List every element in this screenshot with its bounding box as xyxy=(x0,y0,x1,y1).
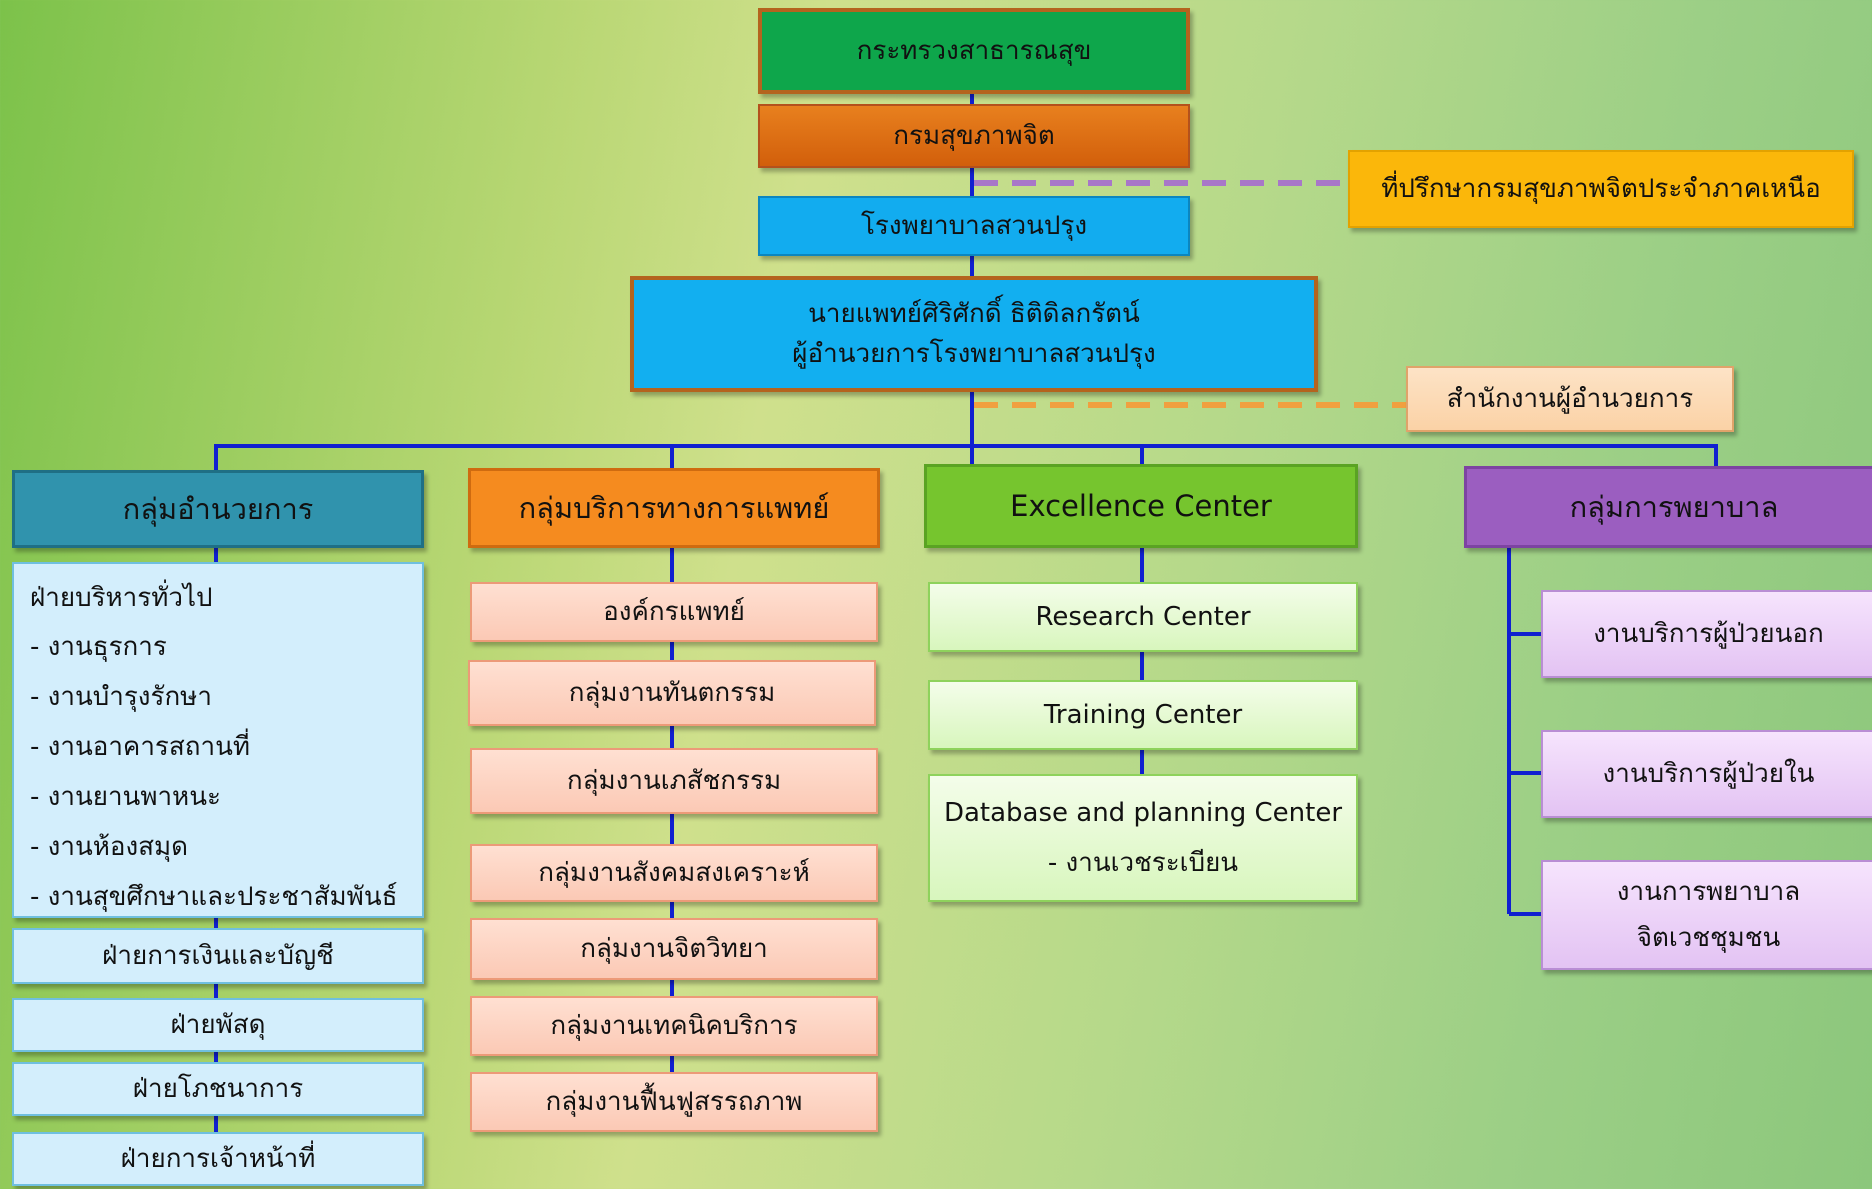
database-center-label: Database and planning Center xyxy=(943,797,1343,828)
community-nursing-sublabel: จิตเวชชุมชน xyxy=(1636,923,1781,953)
medical-unit-box: กลุ่มงานฟื้นฟูสรรถภาพ xyxy=(470,1072,878,1132)
director-title: ผู้อำนวยการโรงพยาบาลสวนปรุง xyxy=(792,339,1156,369)
general-admin-item: - งานห้องสมุด xyxy=(30,832,189,862)
medical-unit-box: กลุ่มงานจิตวิทยา xyxy=(470,918,878,980)
database-center-sublabel: - งานเวชระเบียน xyxy=(1047,848,1239,878)
database-center-box: Database and planning Center - งานเวชระเ… xyxy=(928,774,1358,902)
medical-unit-box: กลุ่มงานเภสัชกรรม xyxy=(470,748,878,814)
hospital-box: โรงพยาบาลสวนปรุง xyxy=(758,196,1190,256)
community-nursing-label: งานการพยาบาล xyxy=(1616,876,1801,907)
medical-unit-label: กลุ่มงานสังคมสงเคราะห์ xyxy=(538,857,810,888)
director-name: นายแพทย์ศิริศักดิ์ ธิติดิลกรัตน์ xyxy=(808,298,1140,329)
nursing-group-label: กลุ่มการพยาบาล xyxy=(1569,489,1779,524)
community-nursing-box: งานการพยาบาล จิตเวชชุมชน xyxy=(1541,860,1872,970)
ministry-box: กระทรวงสาธารณสุข xyxy=(758,8,1190,94)
advisor-box: ที่ปรึกษากรมสุขภาพจิตประจำภาคเหนือ xyxy=(1348,150,1854,228)
medical-group-header: กลุ่มบริการทางการแพทย์ xyxy=(468,468,880,548)
nursing-unit-box: งานบริการผู้ป่วยนอก xyxy=(1541,590,1872,678)
admin-unit-box: ฝ่ายการเจ้าหน้าที่ xyxy=(12,1132,424,1186)
admin-unit-box: ฝ่ายพัสดุ xyxy=(12,998,424,1052)
medical-unit-box: กลุ่มงานเทคนิคบริการ xyxy=(470,996,878,1056)
excellence-group-header: Excellence Center xyxy=(924,464,1358,548)
general-admin-title: ฝ่ายบริหารทั่วไป xyxy=(30,583,213,613)
general-admin-item: - งานธุรการ xyxy=(30,632,167,662)
medical-unit-box: กลุ่มงานสังคมสงเคราะห์ xyxy=(470,844,878,902)
hospital-label: โรงพยาบาลสวนปรุง xyxy=(860,210,1088,241)
nursing-group-header: กลุ่มการพยาบาล xyxy=(1464,466,1872,548)
medical-unit-label: กลุ่มงานจิตวิทยา xyxy=(580,933,768,964)
medical-unit-label: กลุ่มงานฟื้นฟูสรรถภาพ xyxy=(545,1086,803,1117)
nursing-unit-box: งานบริการผู้ป่วยใน xyxy=(1541,730,1872,818)
director-box: นายแพทย์ศิริศักดิ์ ธิติดิลกรัตน์ ผู้อำนว… xyxy=(630,276,1318,392)
admin-unit-label: ฝ่ายพัสดุ xyxy=(170,1009,266,1040)
admin-unit-box: ฝ่ายโภชนาการ xyxy=(12,1062,424,1116)
general-admin-item: - งานอาคารสถานที่ xyxy=(30,732,251,762)
department-box: กรมสุขภาพจิต xyxy=(758,104,1190,168)
director-office-box: สำนักงานผู้อำนวยการ xyxy=(1406,366,1734,432)
ministry-label: กระทรวงสาธารณสุข xyxy=(856,35,1092,66)
excellence-unit-box: Training Center xyxy=(928,680,1358,750)
admin-group-header: กลุ่มอำนวยการ xyxy=(12,470,424,548)
general-admin-item: - งานยานพาหนะ xyxy=(30,782,221,812)
general-admin-item: - งานสุขศึกษาและประชาสัมพันธ์ xyxy=(30,882,398,912)
admin-unit-label: ฝ่ายการเจ้าหน้าที่ xyxy=(120,1143,316,1174)
general-admin-box: ฝ่ายบริหารทั่วไป - งานธุรการ - งานบำรุงร… xyxy=(12,562,424,918)
medical-unit-box: องค์กรแพทย์ xyxy=(470,582,878,642)
department-label: กรมสุขภาพจิต xyxy=(893,120,1055,151)
excellence-unit-label: Research Center xyxy=(1035,601,1251,632)
advisor-label: ที่ปรึกษากรมสุขภาพจิตประจำภาคเหนือ xyxy=(1381,173,1821,204)
excellence-unit-box: Research Center xyxy=(928,582,1358,652)
admin-unit-box: ฝ่ายการเงินและบัญชี xyxy=(12,928,424,984)
nursing-unit-label: งานบริการผู้ป่วยใน xyxy=(1602,758,1815,789)
medical-unit-label: องค์กรแพทย์ xyxy=(603,596,745,627)
excellence-unit-label: Training Center xyxy=(1043,699,1243,730)
admin-unit-label: ฝ่ายโภชนาการ xyxy=(132,1073,304,1104)
director-office-label: สำนักงานผู้อำนวยการ xyxy=(1446,383,1694,414)
medical-unit-label: กลุ่มงานทันตกรรม xyxy=(568,677,776,708)
nursing-unit-label: งานบริการผู้ป่วยนอก xyxy=(1593,618,1824,649)
admin-unit-label: ฝ่ายการเงินและบัญชี xyxy=(102,940,334,971)
admin-group-label: กลุ่มอำนวยการ xyxy=(122,491,314,526)
general-admin-item: - งานบำรุงรักษา xyxy=(30,682,212,712)
medical-group-label: กลุ่มบริการทางการแพทย์ xyxy=(518,490,830,525)
medical-unit-box: กลุ่มงานทันตกรรม xyxy=(468,660,876,726)
medical-unit-label: กลุ่มงานเภสัชกรรม xyxy=(566,765,782,796)
excellence-group-label: Excellence Center xyxy=(1010,488,1272,523)
medical-unit-label: กลุ่มงานเทคนิคบริการ xyxy=(550,1010,798,1041)
